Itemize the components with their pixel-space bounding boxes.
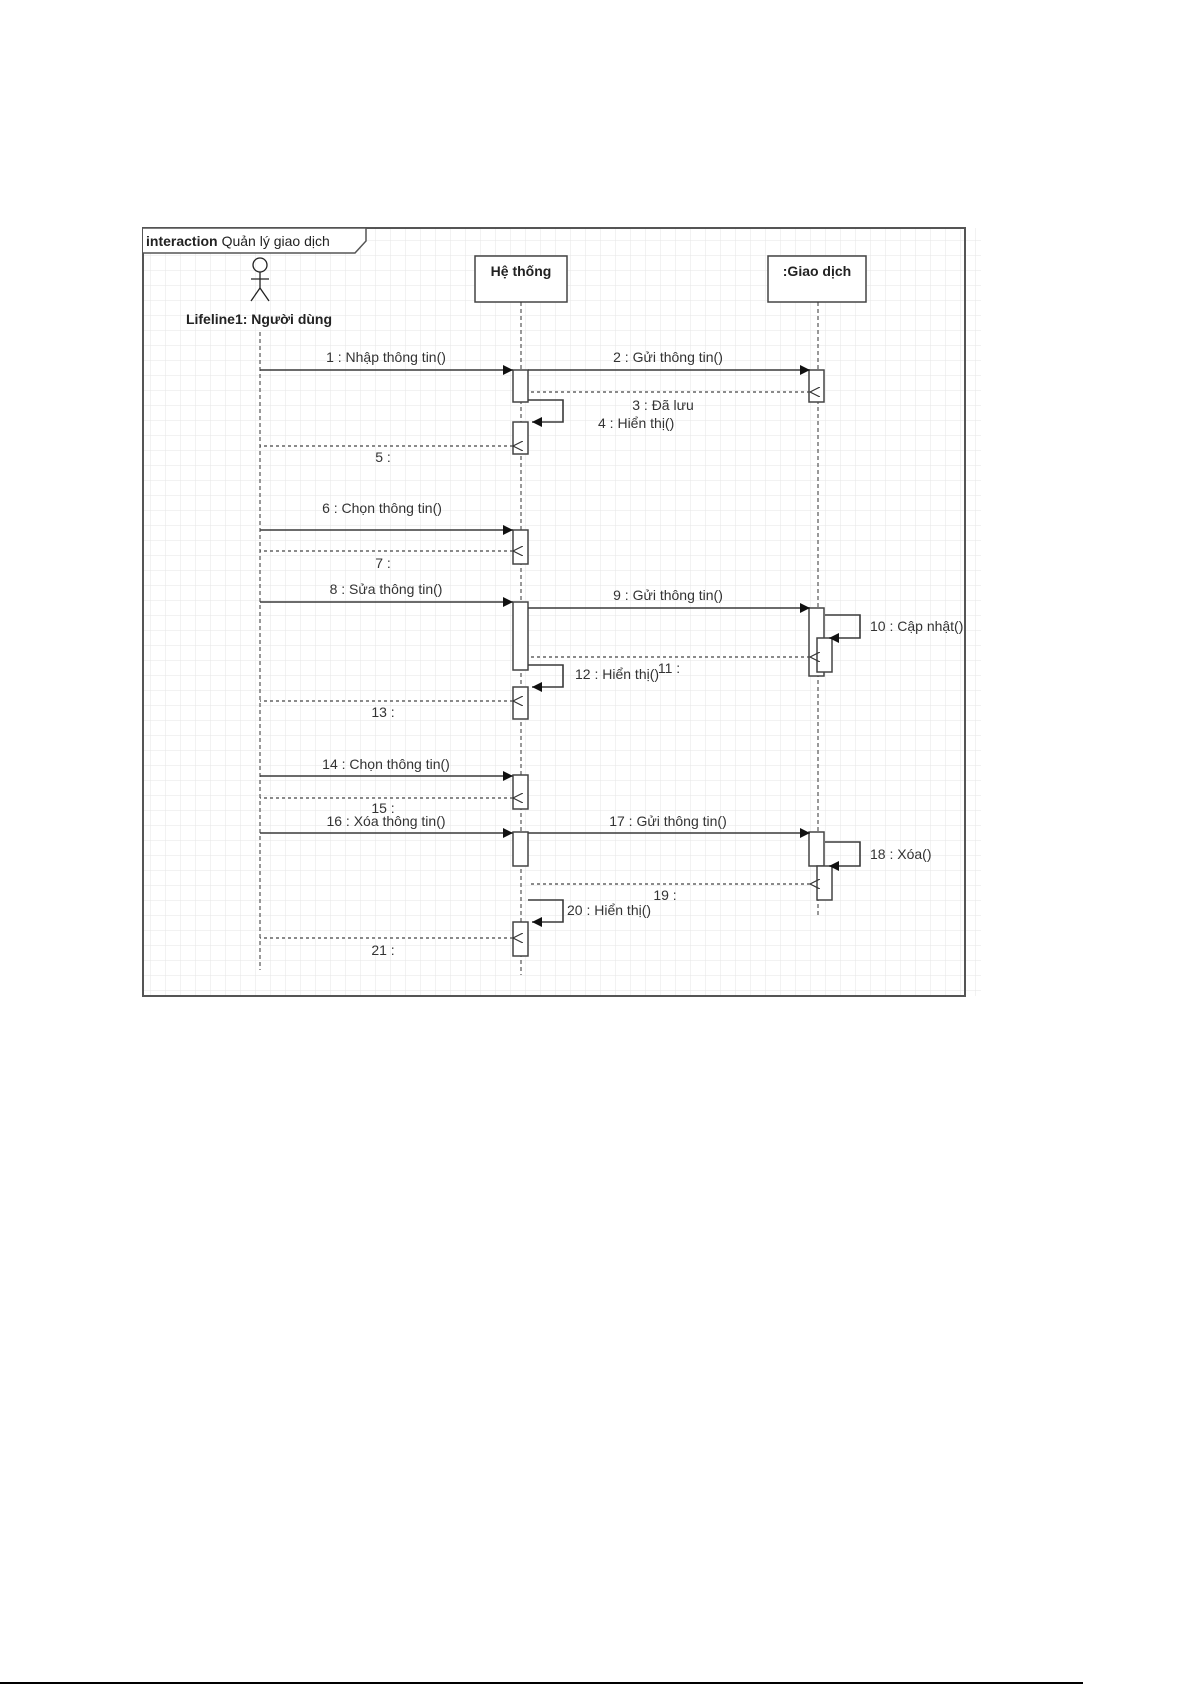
message-9[interactable]: 9 : Gửi thông tin() bbox=[528, 587, 810, 613]
activation-bar bbox=[512, 421, 529, 455]
message-label: 13 : bbox=[371, 704, 394, 720]
activation-bar bbox=[512, 831, 529, 867]
message-label: 19 : bbox=[653, 887, 676, 903]
message-label: 11 : bbox=[658, 660, 680, 676]
self-message-arrow[interactable] bbox=[528, 399, 564, 427]
message-10[interactable]: 10 : Cập nhật() bbox=[825, 614, 963, 643]
lifeline-tx-label: :Giao dịch bbox=[783, 263, 851, 279]
lifeline-tx-box[interactable] bbox=[767, 255, 867, 303]
message-17[interactable]: 17 : Gửi thông tin() bbox=[528, 813, 810, 838]
message-label: 17 : Gửi thông tin() bbox=[609, 813, 727, 829]
message-16[interactable]: 16 : Xóa thông tin() bbox=[260, 813, 513, 838]
message-5[interactable]: 5 : bbox=[260, 446, 513, 465]
message-label: 21 : bbox=[371, 942, 394, 958]
frame-keyword: interaction bbox=[146, 233, 218, 249]
activation-bar bbox=[816, 637, 833, 673]
message-label: 6 : Chọn thông tin() bbox=[322, 500, 442, 516]
activation-bar bbox=[512, 529, 529, 565]
message-21[interactable]: 21 : bbox=[260, 938, 513, 958]
message-label: 14 : Chọn thông tin() bbox=[322, 756, 450, 772]
lifeline-user-label: Lifeline1: Người dùng bbox=[186, 311, 332, 327]
message-11[interactable]: 11 : bbox=[529, 657, 810, 676]
activation-bar bbox=[816, 865, 833, 901]
message-label: 7 : bbox=[375, 555, 391, 571]
actor-icon bbox=[250, 257, 270, 302]
self-message-arrow[interactable] bbox=[825, 841, 861, 871]
message-3[interactable]: 3 : Đã lưu bbox=[529, 392, 810, 413]
message-19[interactable]: 19 : bbox=[529, 884, 810, 903]
message-label: 3 : Đã lưu bbox=[632, 397, 694, 413]
message-label: 20 : Hiển thị() bbox=[567, 902, 651, 918]
message-label: 12 : Hiển thị() bbox=[575, 666, 659, 682]
activation-bar bbox=[512, 601, 529, 671]
message-label: 16 : Xóa thông tin() bbox=[326, 813, 445, 829]
grid-background bbox=[143, 228, 981, 996]
message-20[interactable]: 20 : Hiển thị() bbox=[528, 899, 651, 927]
frame-label-pentagon bbox=[143, 227, 367, 254]
message-label: 4 : Hiển thị() bbox=[598, 415, 674, 431]
activation-bar bbox=[512, 686, 529, 720]
activation-bar bbox=[512, 774, 529, 810]
self-message-arrow[interactable] bbox=[528, 664, 564, 692]
interaction-frame bbox=[142, 227, 966, 997]
message-7[interactable]: 7 : bbox=[260, 551, 513, 571]
message-13[interactable]: 13 : bbox=[260, 701, 513, 720]
page-footer-rule bbox=[0, 1682, 1083, 1684]
self-message-arrow[interactable] bbox=[825, 614, 861, 643]
message-label: 8 : Sửa thông tin() bbox=[330, 581, 443, 597]
message-15[interactable]: 15 : bbox=[260, 798, 513, 816]
message-label: 15 : bbox=[371, 800, 394, 816]
frame-name: Quản lý giao dịch bbox=[222, 233, 330, 249]
message-label: 10 : Cập nhật() bbox=[870, 618, 963, 634]
message-14[interactable]: 14 : Chọn thông tin() bbox=[260, 756, 513, 781]
message-6[interactable]: 6 : Chọn thông tin() bbox=[260, 500, 513, 535]
activation-bar bbox=[512, 369, 529, 403]
message-18[interactable]: 18 : Xóa() bbox=[825, 841, 931, 871]
message-8[interactable]: 8 : Sửa thông tin() bbox=[260, 581, 513, 607]
message-label: 18 : Xóa() bbox=[870, 846, 931, 862]
message-1[interactable]: 1 : Nhập thông tin() bbox=[260, 349, 513, 375]
message-2[interactable]: 2 : Gửi thông tin() bbox=[528, 349, 810, 375]
message-label: 2 : Gửi thông tin() bbox=[613, 349, 723, 365]
lifeline-system-label: Hệ thống bbox=[491, 263, 552, 279]
message-4[interactable]: 4 : Hiển thị() bbox=[528, 399, 674, 431]
message-label: 1 : Nhập thông tin() bbox=[326, 349, 446, 365]
activation-bar bbox=[808, 369, 825, 403]
activation-bar bbox=[512, 921, 529, 957]
activation-bar bbox=[808, 831, 825, 867]
message-12[interactable]: 12 : Hiển thị() bbox=[528, 664, 659, 692]
message-label: 9 : Gửi thông tin() bbox=[613, 587, 723, 603]
message-label: 5 : bbox=[375, 449, 391, 465]
self-message-arrow[interactable] bbox=[528, 899, 564, 927]
